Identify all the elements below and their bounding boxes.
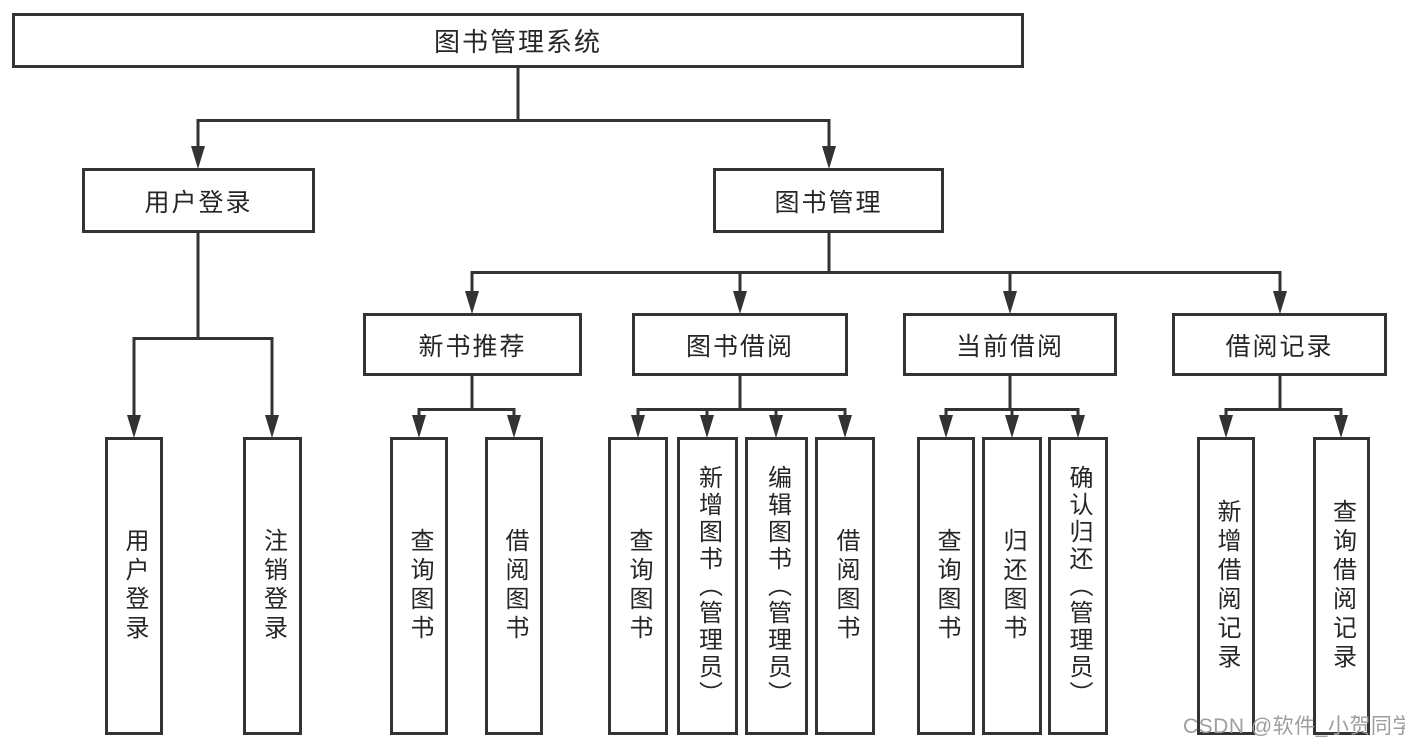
node-current-borrow-label: 当前借阅	[955, 332, 1064, 361]
arrow-icon	[822, 146, 836, 169]
arrow-icon	[700, 415, 714, 438]
arrow-icon	[1003, 291, 1017, 314]
branch-borrow-records	[1224, 376, 1343, 420]
leaf-borrow-book: 借阅图书	[815, 437, 875, 735]
leaf-query-book-recommend-label: 查询图书	[406, 528, 433, 644]
leaf-confirm-return-admin: 确认归还（管理员）	[1048, 437, 1108, 735]
leaf-add-book-admin-label: 新增图书（管理员）	[694, 464, 722, 708]
arrow-icon	[507, 415, 521, 438]
leaf-edit-book-admin: 编辑图书（管理员）	[745, 437, 808, 735]
branch-book-borrow	[636, 376, 847, 420]
leaf-user-login: 用户登录	[105, 437, 163, 735]
node-user-login: 用户登录	[82, 168, 315, 233]
node-new-book-recommend: 新书推荐	[363, 313, 582, 376]
node-new-book-recommend-label: 新书推荐	[418, 332, 527, 361]
node-current-borrow: 当前借阅	[903, 313, 1117, 376]
arrow-icon	[1071, 415, 1085, 438]
leaf-borrow-book-recommend-label: 借阅图书	[501, 528, 528, 644]
leaf-add-borrow-record-label: 新增借阅记录	[1213, 499, 1240, 673]
leaf-query-book-recommend: 查询图书	[390, 437, 448, 735]
arrow-icon	[1334, 415, 1348, 438]
leaf-edit-book-admin-label: 编辑图书（管理员）	[763, 464, 791, 708]
leaf-confirm-return-admin-label: 确认归还（管理员）	[1065, 464, 1092, 708]
arrow-icon	[412, 415, 426, 438]
arrow-icon	[191, 146, 205, 169]
node-borrow-records-label: 借阅记录	[1225, 332, 1334, 361]
arrow-icon	[1219, 415, 1233, 438]
node-book-borrow: 图书借阅	[632, 313, 848, 376]
node-book-management-label: 图书管理	[774, 188, 883, 217]
node-root-label: 图书管理系统	[433, 27, 602, 57]
branch-book-management	[470, 233, 1282, 296]
node-user-login-label: 用户登录	[144, 188, 253, 217]
leaf-add-book-admin: 新增图书（管理员）	[677, 437, 738, 735]
leaf-return-book: 归还图书	[982, 437, 1042, 735]
leaf-query-book-current: 查询图书	[917, 437, 975, 735]
arrow-icon	[733, 291, 747, 314]
leaf-query-book-borrow-label: 查询图书	[625, 528, 652, 644]
arrow-icon	[127, 415, 141, 438]
arrow-icon	[631, 415, 645, 438]
leaf-borrow-book-recommend: 借阅图书	[485, 437, 543, 735]
node-book-management: 图书管理	[713, 168, 944, 233]
node-book-borrow-label: 图书借阅	[685, 332, 794, 361]
arrow-icon	[939, 415, 953, 438]
node-root: 图书管理系统	[12, 13, 1024, 68]
arrow-icon	[769, 415, 783, 438]
watermark-text: CSDN @软件_小贺同学	[1183, 715, 1405, 738]
arrow-icon	[1005, 415, 1019, 438]
leaf-query-borrow-record-label: 查询借阅记录	[1328, 499, 1356, 673]
leaf-logout: 注销登录	[243, 437, 302, 735]
branch-user-login	[132, 233, 274, 420]
arrow-icon	[465, 291, 479, 314]
leaf-add-borrow-record: 新增借阅记录	[1197, 437, 1255, 735]
leaf-query-borrow-record: 查询借阅记录	[1313, 437, 1370, 735]
leaf-user-login-label: 用户登录	[121, 528, 148, 644]
leaf-logout-label: 注销登录	[259, 528, 287, 644]
branch-current-borrow	[944, 376, 1080, 420]
branch-root	[196, 68, 831, 150]
leaf-return-book-label: 归还图书	[999, 528, 1026, 644]
arrow-icon	[838, 415, 852, 438]
arrow-icon	[265, 415, 279, 438]
branch-new-book	[417, 376, 516, 420]
leaf-borrow-book-label: 借阅图书	[832, 528, 859, 644]
arrow-icon	[1273, 291, 1287, 314]
node-borrow-records: 借阅记录	[1172, 313, 1387, 376]
leaf-query-book-current-label: 查询图书	[933, 528, 960, 644]
leaf-query-book-borrow: 查询图书	[608, 437, 668, 735]
